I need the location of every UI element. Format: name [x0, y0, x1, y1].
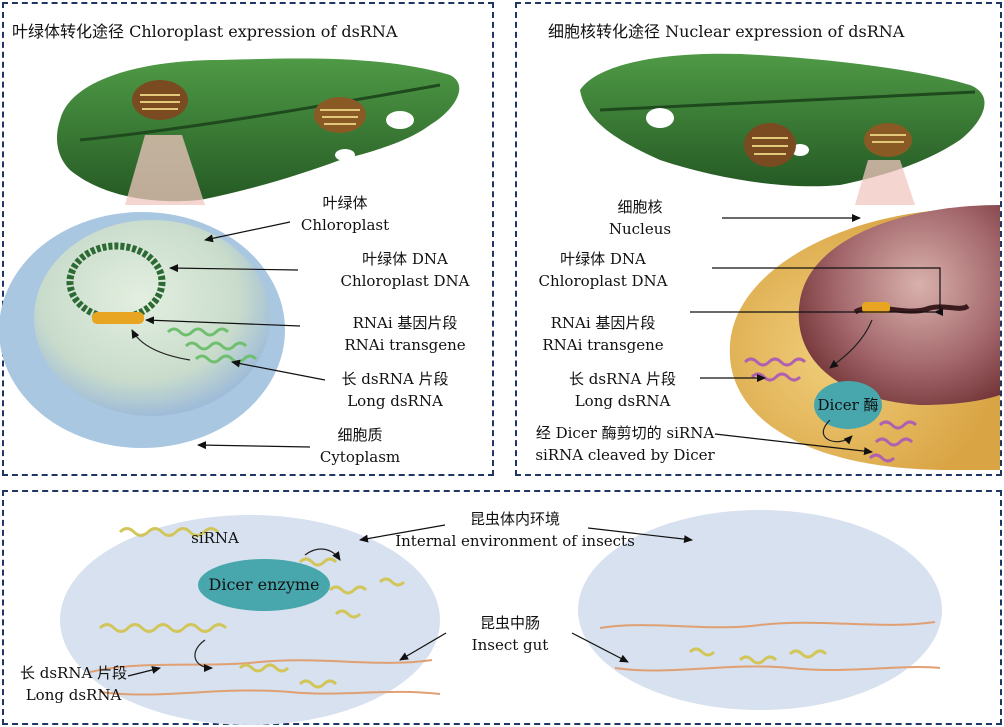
zoom-cone-2	[855, 160, 915, 205]
arrows-nuclear	[690, 214, 943, 456]
nucleus	[798, 205, 1000, 405]
gut-lines-left	[89, 659, 441, 696]
zoom-cone	[125, 135, 205, 205]
panel-chloroplast-title: 叶绿体转化途径 Chloroplast expression of dsRNA	[12, 22, 398, 41]
label-rnai-transgene-2: RNAi 基因片段 RNAi transgene	[542, 314, 664, 354]
dsrna-strands-yellow	[98, 527, 828, 689]
leaf-right	[580, 53, 985, 187]
label-long-dsrna: 长 dsRNA 片段 Long dsRNA	[341, 370, 449, 410]
label-dicer-enzyme: Dicer enzyme	[208, 575, 320, 594]
label-rnai-transgene: RNAi 基因片段 RNAi transgene	[344, 314, 466, 354]
label-insect-environment: 昆虫体内环境 Internal environment of insects	[395, 510, 635, 550]
dicer-enzyme-insect	[198, 559, 330, 611]
leaf-left	[57, 58, 460, 202]
dsrna-strands-purple	[743, 357, 918, 463]
label-long-dsrna-2: 长 dsRNA 片段 Long dsRNA	[568, 370, 677, 410]
arrows-chloroplast	[145, 221, 326, 450]
rnai-transgene-segment	[92, 312, 144, 324]
dsrna-strands	[166, 327, 258, 364]
label-nucleus: 细胞核 Nucleus	[608, 198, 672, 238]
label-long-dsrna-3: 长 dsRNA 片段 Long dsRNA	[19, 664, 128, 704]
chloroplast-cell	[0, 212, 285, 448]
insect-cell-right	[578, 510, 942, 710]
label-chloroplast-dna: 叶绿体 DNA Chloroplast DNA	[340, 250, 470, 290]
gut-lines-right	[599, 621, 941, 672]
label-insect-gut: 昆虫中肠 Insect gut	[471, 614, 549, 654]
label-chloroplast-dna-2: 叶绿体 DNA Chloroplast DNA	[538, 250, 668, 290]
label-cytoplasm: 细胞质 Cytoplasm	[319, 426, 401, 466]
beetle-icon-2	[744, 123, 912, 167]
chloroplast-dna-ring	[66, 242, 166, 322]
panel-nuclear-title: 细胞核转化途径 Nuclear expression of dsRNA	[548, 22, 905, 41]
rnai-transgene-segment-2	[862, 302, 890, 313]
label-sirna-cleaved: 经 Dicer 酶剪切的 siRNA siRNA cleaved by Dice…	[535, 424, 715, 464]
label-chloroplast: 叶绿体 Chloroplast	[300, 194, 390, 234]
label-dicer-nuclear: Dicer 酶	[817, 396, 879, 414]
beetle-icon	[132, 80, 366, 133]
dicer-enzyme-nuclear	[814, 381, 882, 429]
label-sirna: siRNA	[191, 529, 239, 547]
arrows-insect	[127, 524, 693, 677]
